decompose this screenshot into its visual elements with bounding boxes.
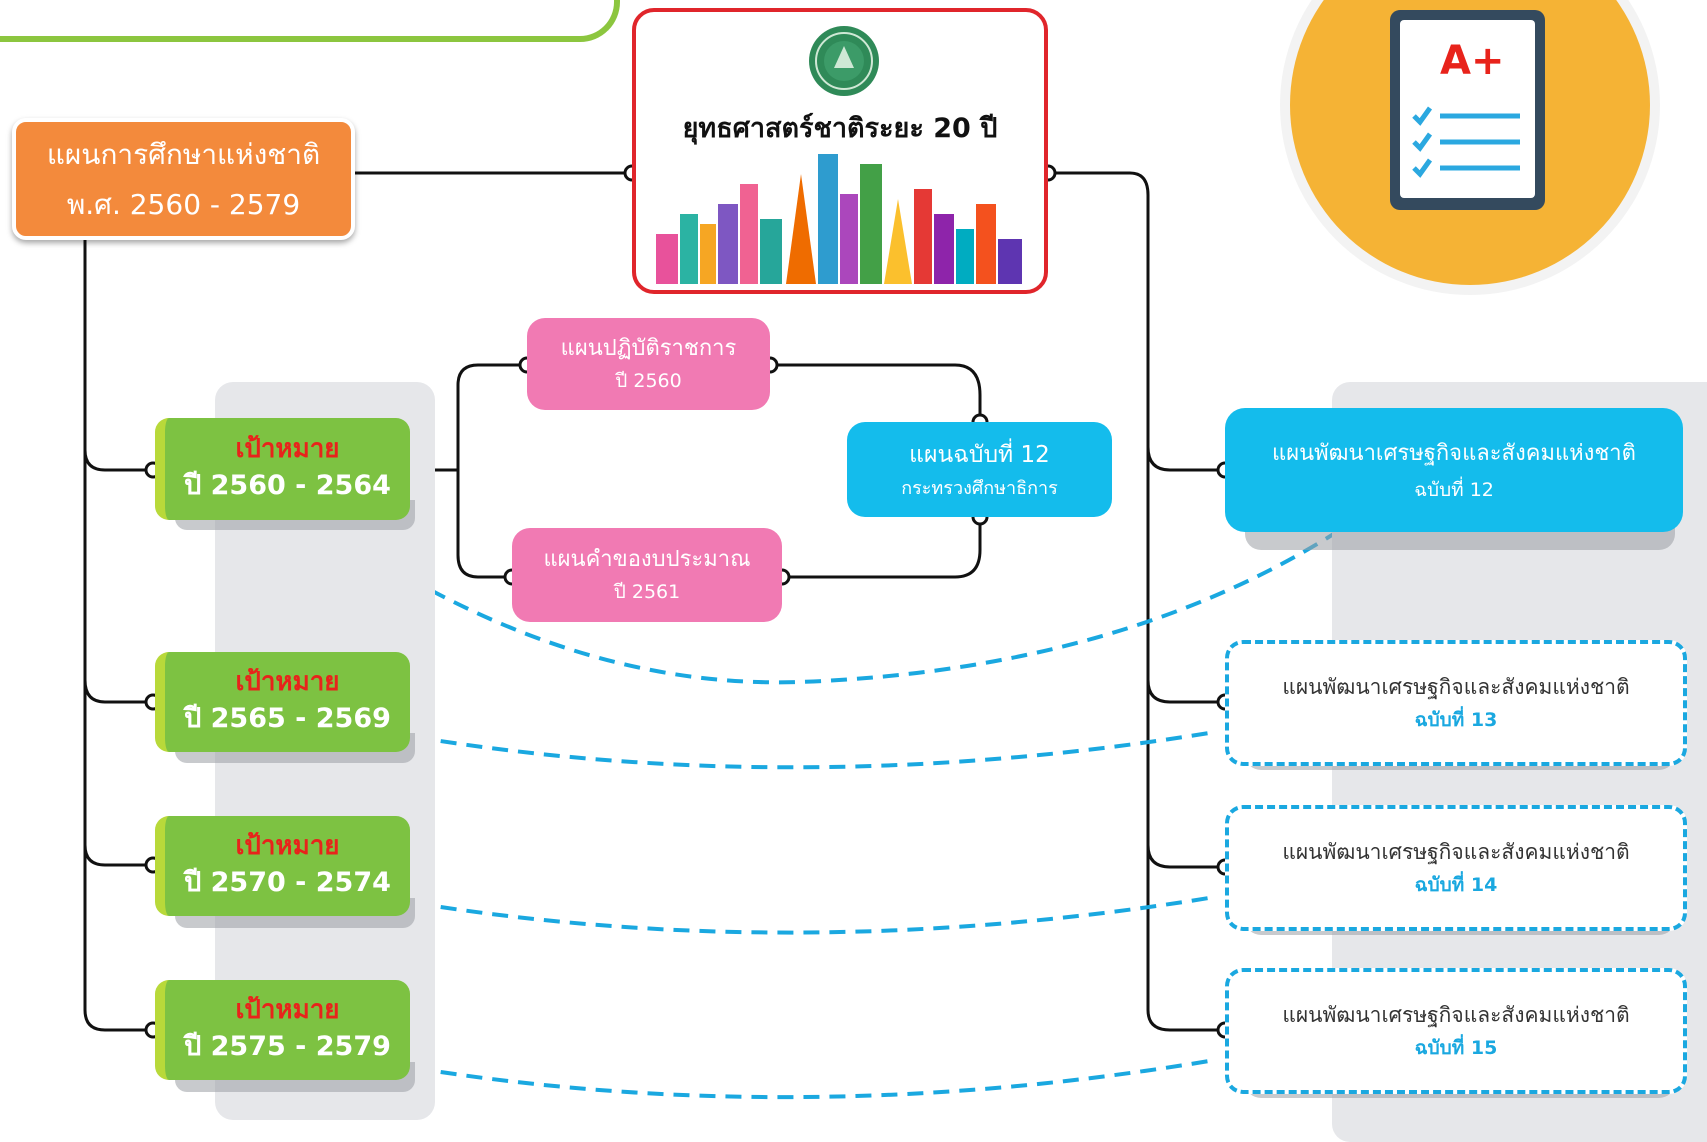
ned-plan-box-14: แผนพัฒนาเศรษฐกิจและสังคมแห่งชาติ ฉบับที่…	[1225, 805, 1687, 931]
clipboard-grade-icon: A+	[1290, 0, 1650, 285]
goal-label: เป้าหมาย	[235, 995, 340, 1025]
ministry-plan-subtitle: กระทรวงศึกษาธิการ	[901, 477, 1058, 499]
goal-label: เป้าหมาย	[235, 831, 340, 861]
city-skyline-illustration	[656, 154, 1022, 284]
education-plan-years: พ.ศ. 2560 - 2579	[66, 188, 301, 221]
ned-plan-edition: ฉบับที่ 14	[1414, 874, 1498, 896]
goal-label: เป้าหมาย	[235, 667, 340, 697]
connector-to-ned-14	[1146, 844, 1225, 869]
connector-to-goal-3	[83, 844, 153, 867]
national-strategy-title: ยุทธศาสตร์ชาติระยะ 20 ปี	[682, 113, 998, 144]
goal-box-1: เป้าหมาย ปี 2560 - 2564	[155, 418, 410, 520]
connector-to-ned-13	[1146, 679, 1225, 704]
dashed-link-goal2-ned13	[414, 730, 1216, 770]
ned-plan-box-13: แผนพัฒนาเศรษฐกิจและสังคมแห่งชาติ ฉบับที่…	[1225, 640, 1687, 766]
connector-plan-trunk	[83, 240, 153, 1032]
national-strategy-box: ยุทธศาสตร์ชาติระยะ 20 ปี	[632, 8, 1048, 294]
dashed-link-goal3-ned14	[414, 895, 1216, 935]
ministry-plan-box: แผนฉบับที่ 12 กระทรวงศึกษาธิการ	[847, 422, 1112, 517]
checklist-icon	[1412, 106, 1520, 178]
connector-to-goal-2	[83, 679, 153, 704]
ned-plan-title: แผนพัฒนาเศรษฐกิจและสังคมแห่งชาติ	[1282, 840, 1630, 864]
budget-plan-year: ปี 2561	[613, 581, 681, 603]
ned-plan-edition: ฉบับที่ 15	[1414, 1037, 1498, 1059]
ned-plan-title: แผนพัฒนาเศรษฐกิจและสังคมแห่งชาติ	[1272, 441, 1636, 466]
goal-label: เป้าหมาย	[235, 434, 340, 464]
budget-plan-box: แผนคำของบประมาณ ปี 2561	[512, 528, 782, 622]
goal-box-2: เป้าหมาย ปี 2565 - 2569	[155, 652, 410, 752]
government-seal-icon	[809, 26, 879, 96]
connector-operational-to-ministry	[770, 363, 982, 422]
goal-box-4: เป้าหมาย ปี 2575 - 2579	[155, 980, 410, 1080]
ned-plan-edition: ฉบับที่ 12	[1414, 479, 1494, 501]
goal-years: ปี 2570 - 2574	[184, 867, 391, 898]
connector-to-budget	[456, 470, 512, 579]
connector-budget-to-ministry	[782, 517, 982, 579]
ministry-plan-title: แผนฉบับที่ 12	[909, 441, 1050, 468]
grade-text: A+	[1440, 38, 1505, 84]
education-plan-box: แผนการศึกษาแห่งชาติ พ.ศ. 2560 - 2579	[12, 118, 355, 240]
ned-plan-box-12: แผนพัฒนาเศรษฐกิจและสังคมแห่งชาติ ฉบับที่…	[1225, 408, 1683, 532]
ned-plan-edition: ฉบับที่ 13	[1414, 709, 1498, 731]
connector-to-ned-12	[1146, 446, 1225, 472]
ned-plan-title: แผนพัฒนาเศรษฐกิจและสังคมแห่งชาติ	[1282, 1003, 1630, 1027]
dashed-link-goal4-ned15	[414, 1058, 1216, 1100]
connector-to-goal-1	[83, 449, 153, 472]
dashed-link-goal1-ned12	[318, 520, 1342, 685]
education-plan-title: แผนการศึกษาแห่งชาติ	[46, 138, 321, 171]
connector-to-operational	[456, 363, 527, 470]
goal-years: ปี 2575 - 2579	[184, 1031, 391, 1062]
operational-plan-year: ปี 2560	[615, 370, 682, 392]
ned-plan-box-15: แผนพัฒนาเศรษฐกิจและสังคมแห่งชาติ ฉบับที่…	[1225, 968, 1687, 1094]
budget-plan-title: แผนคำของบประมาณ	[543, 547, 751, 572]
ned-plan-title: แผนพัฒนาเศรษฐกิจและสังคมแห่งชาติ	[1282, 675, 1630, 699]
goal-years: ปี 2560 - 2564	[184, 470, 391, 501]
operational-plan-box: แผนปฏิบัติราชการ ปี 2560	[527, 318, 770, 410]
goal-years: ปี 2565 - 2569	[184, 703, 391, 734]
connector-strategy-trunk	[1048, 171, 1225, 1032]
clipboard-board: A+	[1390, 10, 1545, 210]
operational-plan-title: แผนปฏิบัติราชการ	[560, 336, 737, 361]
header-banner-fragment	[0, 0, 620, 42]
goal-box-3: เป้าหมาย ปี 2570 - 2574	[155, 816, 410, 916]
